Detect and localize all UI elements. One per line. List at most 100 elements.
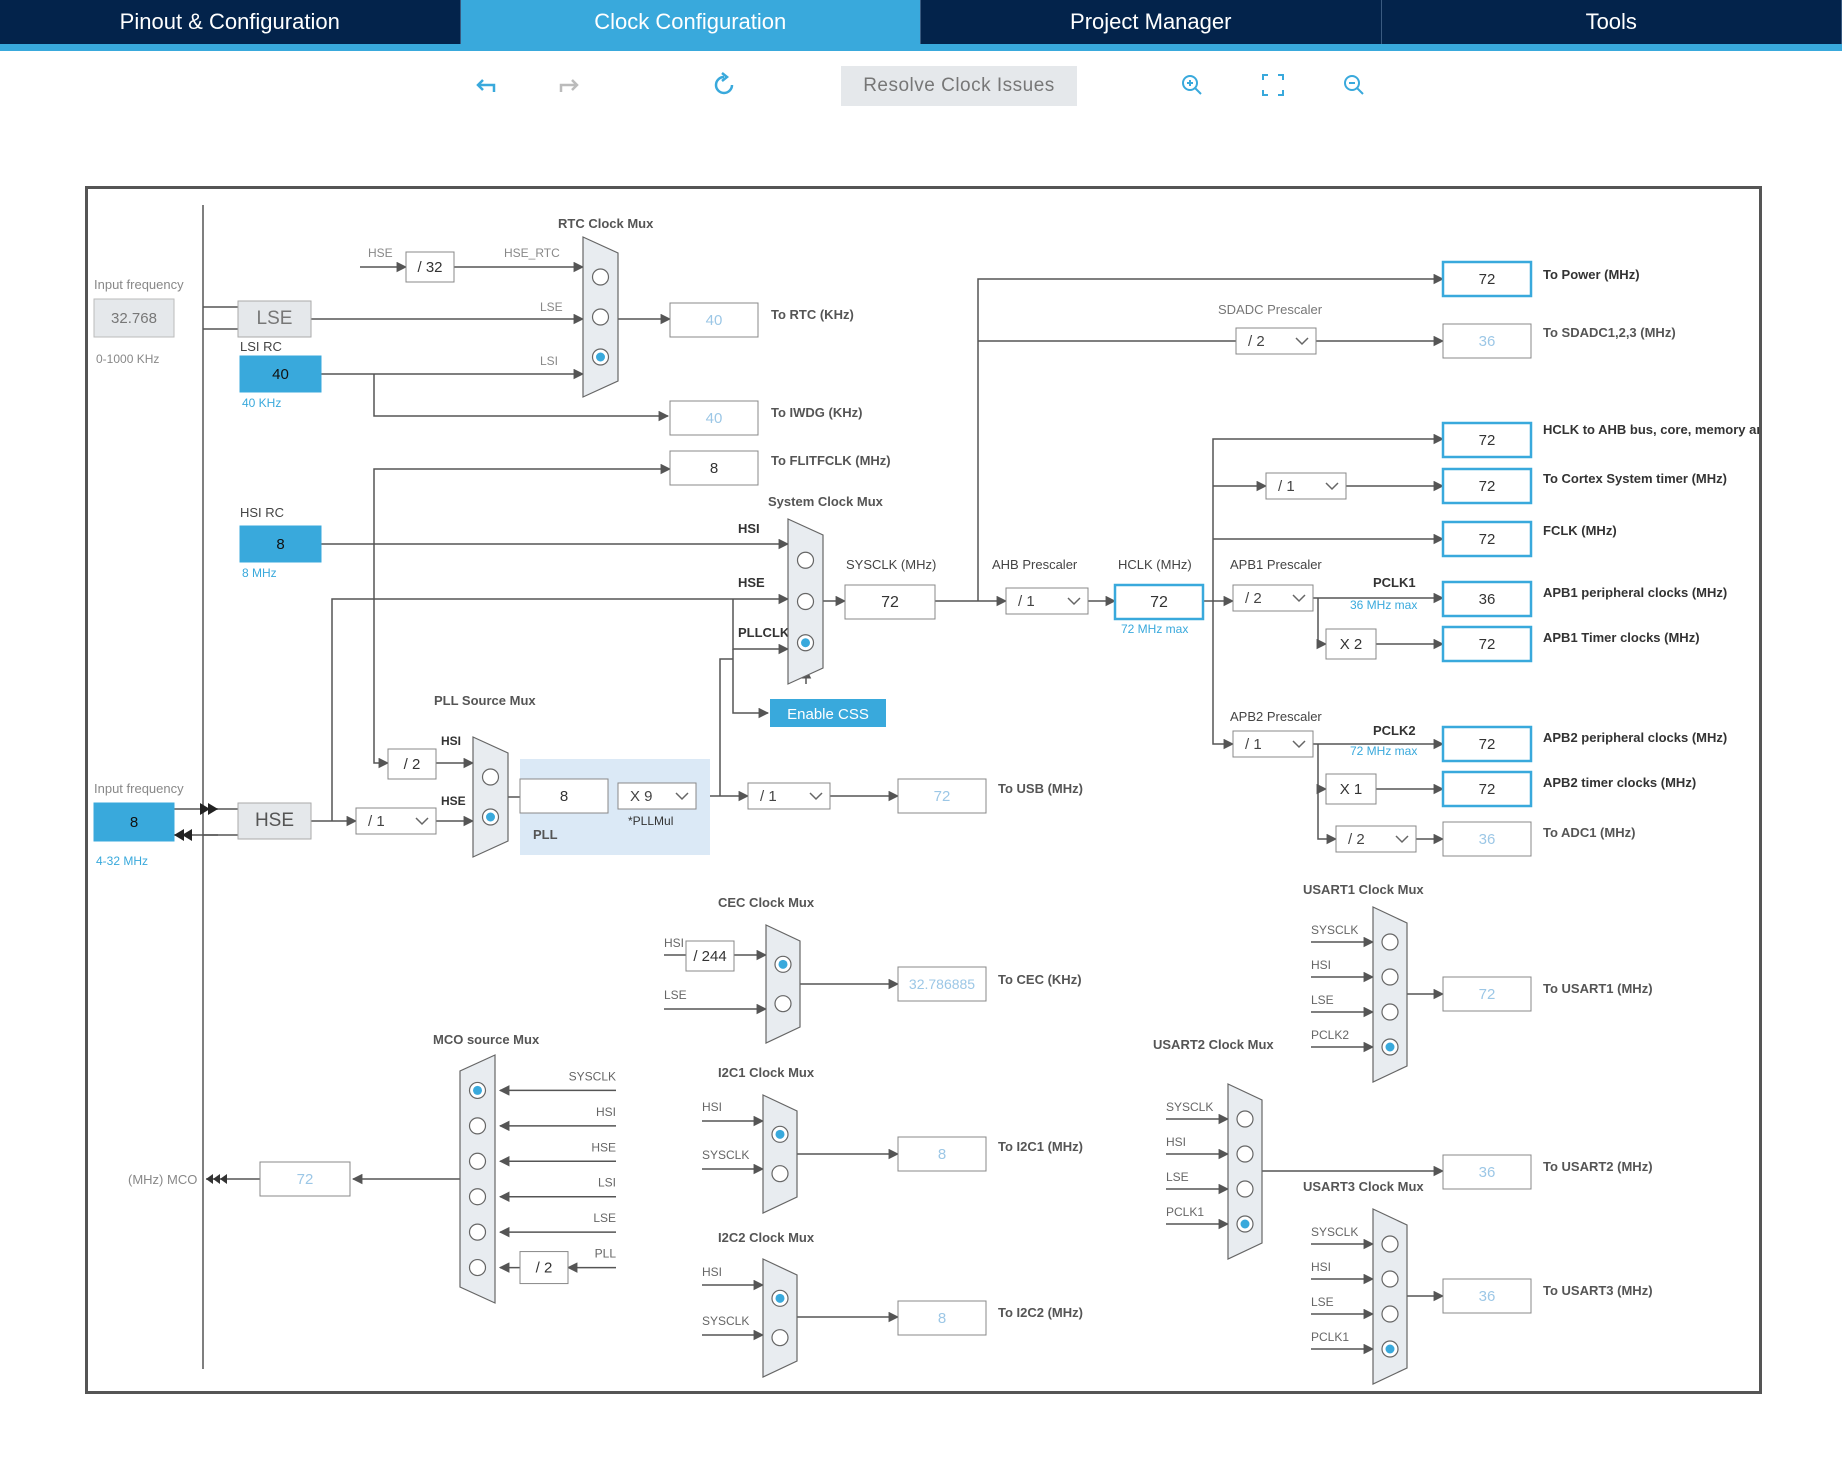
sdadc-prescaler-select[interactable]: / 2: [1235, 327, 1317, 355]
usart1-clock-mux-radio-2[interactable]: [1381, 1003, 1399, 1021]
usart2-clock-mux-radio-0[interactable]: [1236, 1110, 1254, 1128]
rtc-clock-mux-radio-1[interactable]: [591, 308, 610, 326]
pll-input-value: 8: [519, 778, 609, 814]
usart1-clock-mux-output-label: To USART1 (MHz): [1543, 981, 1653, 996]
mco-output-label: (MHz) MCO: [128, 1172, 197, 1187]
chevron-down-icon: [1325, 482, 1339, 491]
sdadc-prescaler-title: SDADC Prescaler: [1218, 302, 1323, 317]
mco-source-mux-radio-1[interactable]: [468, 1117, 487, 1135]
usart1-clock-mux-title: USART1 Clock Mux: [1303, 882, 1424, 897]
sdadc-output-label: To SDADC1,2,3 (MHz): [1543, 325, 1676, 340]
pll-source-mux-radio-0[interactable]: [481, 768, 500, 786]
hclk-ahb-output-value: 72: [1479, 432, 1496, 449]
mco-input-label-1: HSI: [596, 1105, 616, 1119]
usart2-clock-mux-radio-3[interactable]: [1236, 1215, 1254, 1233]
usart2-clock-mux-radio-2[interactable]: [1236, 1180, 1254, 1198]
i2c2-mux-title: I2C2 Clock Mux: [718, 1230, 815, 1245]
redo-icon[interactable]: [551, 68, 585, 102]
cec-mux-title: CEC Clock Mux: [718, 895, 815, 910]
pll-source-mux-radio-1[interactable]: [481, 808, 500, 826]
iwdg-output-value: 40: [706, 410, 723, 427]
tab-tools[interactable]: Tools: [1382, 0, 1842, 44]
mco-source-mux-radio-2[interactable]: [468, 1152, 487, 1170]
undo-icon[interactable]: [470, 68, 504, 102]
mco-input-label-0: SYSCLK: [569, 1069, 616, 1083]
usart1-clock-mux-radio-3[interactable]: [1381, 1038, 1399, 1056]
usb-div-select-value: / 1: [760, 788, 777, 805]
adc-div-select-value: / 2: [1348, 831, 1365, 848]
cec-div-244-value: / 244: [693, 948, 726, 965]
usart2-clock-mux-radio-1[interactable]: [1236, 1145, 1254, 1163]
usart3-clock-mux-radio-3[interactable]: [1381, 1340, 1399, 1358]
tab-pinout-configuration[interactable]: Pinout & Configuration: [0, 0, 461, 44]
i2c1-clock-mux-radio-1[interactable]: [771, 1165, 789, 1183]
usart1-clock-mux-input-1: HSI: [1311, 958, 1331, 972]
system-clock-mux-radio-2[interactable]: [796, 634, 815, 652]
pll-hsi-div2: / 2: [387, 748, 437, 780]
rtc-clock-mux-radio-0[interactable]: [591, 268, 610, 286]
i2c1-hsi-label: HSI: [702, 1100, 722, 1114]
mco-source-mux-radio-4[interactable]: [468, 1223, 487, 1241]
sysmux-hsi-label: HSI: [738, 521, 760, 536]
iwdg-output: 40: [669, 400, 759, 436]
zoom-out-icon[interactable]: [1337, 68, 1371, 102]
apb2-prescaler-select[interactable]: / 1: [1232, 730, 1314, 758]
rtc-clock-mux: [582, 236, 619, 398]
reset-icon[interactable]: [707, 68, 741, 102]
pllmul-label: *PLLMul: [628, 814, 673, 828]
adc-output: 36: [1442, 821, 1532, 857]
chevron-down-icon: [1292, 740, 1306, 749]
lse-input-frequency-label: Input frequency: [94, 277, 184, 292]
usart3-clock-mux-radio-2[interactable]: [1381, 1305, 1399, 1323]
usart1-clock-mux-radio-1[interactable]: [1381, 968, 1399, 986]
adc-div-select[interactable]: / 2: [1335, 825, 1417, 853]
usb-div-select[interactable]: / 1: [747, 782, 831, 810]
fit-to-screen-icon[interactable]: [1256, 68, 1290, 102]
hsi-rc-title: HSI RC: [240, 505, 284, 520]
mco-source-mux-radio-5[interactable]: [468, 1258, 487, 1277]
enable-css-button[interactable]: Enable CSS: [770, 699, 886, 727]
system-clock-mux-radio-1[interactable]: [796, 592, 815, 611]
rtc-clock-mux-radio-2[interactable]: [591, 348, 610, 366]
i2c1-mux-title: I2C1 Clock Mux: [718, 1065, 815, 1080]
usart1-clock-mux-radio-0[interactable]: [1381, 933, 1399, 951]
sysclk-label: SYSCLK (MHz): [846, 557, 936, 572]
hclk-input[interactable]: 72: [1113, 583, 1205, 621]
i2c1-clock-mux-radio-0[interactable]: [771, 1125, 789, 1143]
zoom-in-icon[interactable]: [1175, 68, 1209, 102]
mco-source-mux-radio-0[interactable]: [468, 1081, 487, 1100]
i2c2-clock-mux-radio-1[interactable]: [771, 1329, 789, 1347]
apb2-timer-mul-value: X 1: [1340, 781, 1363, 798]
hse-frequency-input[interactable]: 8: [93, 802, 175, 842]
hclk-input-value: 72: [1150, 594, 1168, 611]
hse-prediv-select[interactable]: / 1: [355, 807, 437, 835]
usart1-clock-mux-output: 72: [1442, 976, 1532, 1012]
i2c2-clock-mux-radio-0[interactable]: [771, 1289, 789, 1307]
tab-clock-configuration[interactable]: Clock Configuration: [460, 0, 921, 44]
tab-project-manager[interactable]: Project Manager: [921, 0, 1382, 44]
ahb-prescaler-select[interactable]: / 1: [1005, 587, 1089, 615]
cec-clock-mux-radio-0[interactable]: [774, 955, 792, 973]
pll-mul-select[interactable]: X 9: [617, 782, 697, 810]
mco-source-mux-radio-3[interactable]: [468, 1188, 487, 1206]
mco-mux-title: MCO source Mux: [433, 1032, 540, 1047]
apb1-prescaler-select[interactable]: / 2: [1232, 584, 1314, 612]
usart3-clock-mux-radio-1[interactable]: [1381, 1270, 1399, 1288]
usart3-clock-mux-radio-0[interactable]: [1381, 1235, 1399, 1253]
rtc-hse-rtc-label: HSE_RTC: [504, 246, 560, 260]
resolve-clock-issues-button[interactable]: Resolve Clock Issues: [841, 66, 1077, 106]
mco-source-mux: [459, 1054, 496, 1304]
adc-output-value: 36: [1479, 831, 1496, 848]
usart3-clock-mux: [1372, 1208, 1408, 1385]
lse-frequency-input[interactable]: 32.768: [93, 298, 175, 338]
rtc-lse-label: LSE: [540, 300, 563, 314]
cec-clock-mux-radio-1[interactable]: [774, 995, 792, 1013]
apb1-prescaler-select-value: / 2: [1245, 590, 1262, 607]
rtc-lsi-label: LSI: [540, 354, 558, 368]
arrow-left-icon: [174, 829, 192, 841]
system-clock-mux-radio-0[interactable]: [796, 551, 815, 569]
cec-hsi-label: HSI: [664, 936, 684, 950]
i2c1-output-value: 8: [938, 1146, 946, 1163]
cortex-div-select[interactable]: / 1: [1265, 472, 1347, 500]
